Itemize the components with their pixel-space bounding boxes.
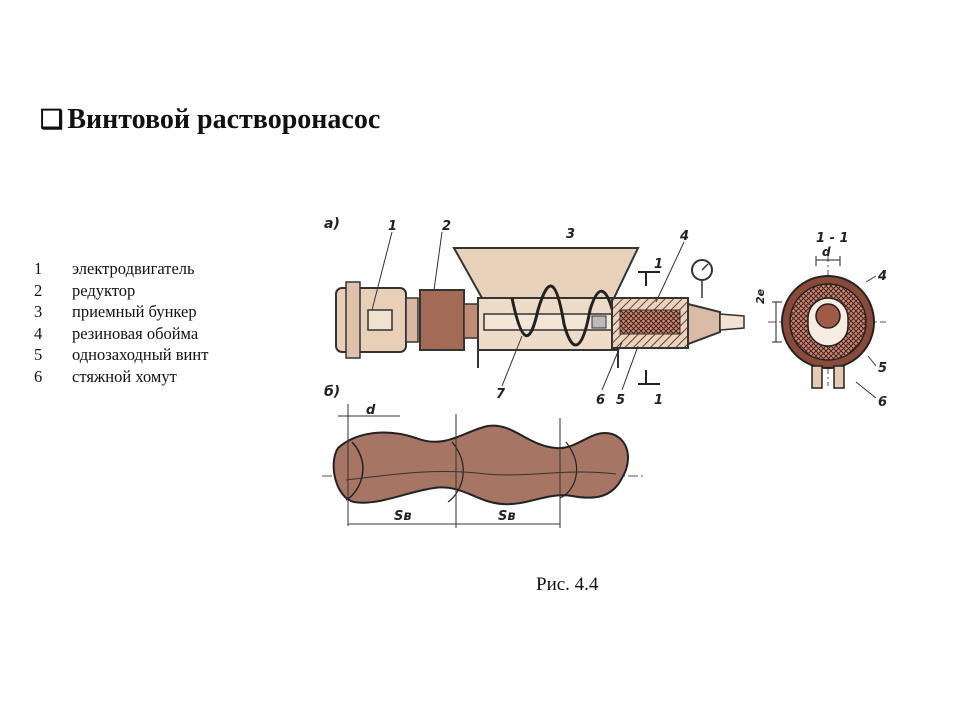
part-label: 7 bbox=[496, 387, 506, 402]
part-label: 4 bbox=[679, 229, 689, 244]
part-label: 2 bbox=[442, 219, 451, 234]
dimension-label: d bbox=[366, 403, 376, 418]
dimension-label: d bbox=[822, 245, 831, 259]
gearbox bbox=[419, 289, 485, 351]
section-mark bbox=[638, 271, 660, 385]
cross-section-view bbox=[768, 254, 886, 399]
electric-motor bbox=[335, 281, 419, 359]
part-label: 6 bbox=[878, 395, 887, 410]
slide-title-text: Винтовой растворонасос bbox=[67, 104, 381, 135]
view-b-label: б) bbox=[324, 384, 340, 400]
part-label: 3 bbox=[566, 227, 575, 242]
single-start-screw bbox=[322, 404, 646, 528]
part-label: 6 bbox=[596, 393, 605, 408]
dimension-label: 2e bbox=[754, 288, 767, 304]
figure-caption: Рис. 4.4 bbox=[536, 574, 599, 595]
slide-title: ❑Винтовой растворонасос bbox=[40, 104, 380, 136]
part-label: 4 bbox=[877, 269, 887, 284]
rubber-stator-housing bbox=[611, 259, 745, 349]
part-label: 5 bbox=[616, 393, 625, 408]
screw-shaft bbox=[483, 284, 621, 347]
leader-lines bbox=[371, 231, 685, 391]
view-a-label: а) bbox=[324, 216, 340, 232]
part-label: 1 bbox=[388, 219, 397, 234]
part-label: 5 bbox=[878, 361, 887, 376]
pump-diagram: а) bbox=[322, 216, 887, 528]
section-title: 1 - 1 bbox=[816, 231, 849, 246]
checkbox-bullet-icon: ❑ bbox=[40, 105, 64, 134]
section-label: 1 bbox=[654, 393, 663, 408]
pitch-label: Sв bbox=[394, 509, 412, 524]
pitch-label: Sв bbox=[498, 509, 516, 524]
section-label: 1 bbox=[654, 257, 663, 272]
